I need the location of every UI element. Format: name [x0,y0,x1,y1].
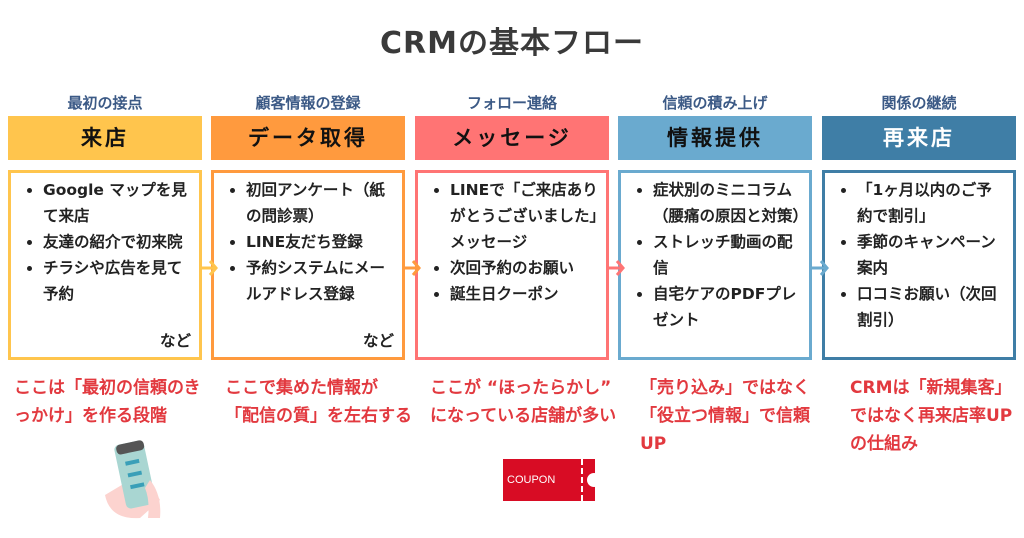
list-item: 口コミお願い（次回割引） [857,281,1007,333]
step-heading: 再来店 [822,116,1016,160]
etc-label: など [159,332,191,350]
list-item: 自宅ケアのPDFプレゼント [653,281,803,333]
step-box: LINEで「ご来店ありがとうございました」メッセージ次回予約のお願い誕生日クーポ… [415,170,609,360]
step-heading: メッセージ [415,116,609,160]
arrow-right-icon [200,260,218,276]
list-item: LINE友だち登録 [246,229,396,255]
page-title: CRMの基本フロー [380,26,644,61]
step-box: 症状別のミニコラム（腰痛の原因と対策）ストレッチ動画の配信自宅ケアのPDFプレゼ… [618,170,812,360]
list-item: 友達の紹介で初来院 [43,229,193,255]
step-box: Google マップを見て来店友達の紹介で初来院チラシや広告を見て予約 など [8,170,202,360]
step-subtitle: 信頼の積み上げ [662,94,768,112]
step-subtitle: 関係の継続 [881,94,957,112]
list-item: 「1ヶ月以内のご予約で割引」 [857,177,1007,229]
etc-label: など [362,332,394,350]
note: ここが “ほったらかし” になっている店舗が多い [430,378,617,426]
step-box: 初回アンケート（紙の問診票）LINE友だち登録予約システムにメールアドレス登録 … [211,170,405,360]
note: ここは「最初の信頼のきっかけ」を作る段階 [14,378,201,426]
smartphone-illustration-icon [105,440,161,519]
step-heading: 情報提供 [618,116,812,160]
step-heading: データ取得 [211,116,405,160]
step-subtitle: 最初の接点 [67,94,143,112]
arrow-right-icon [811,260,829,276]
list-item: 誕生日クーポン [450,281,600,307]
list-item: チラシや広告を見て予約 [43,255,193,307]
list-item: LINEで「ご来店ありがとうございました」メッセージ [450,177,600,255]
step-revisit: 関係の継続 再来店 「1ヶ月以内のご予約で割引」季節のキャンペーン案内口コミお願… [822,90,1016,360]
coupon-label: COUPON [507,474,556,486]
step-visit: 最初の接点 来店 Google マップを見て来店友達の紹介で初来院チラシや広告を… [8,90,202,360]
step-subtitle: 顧客情報の登録 [255,94,361,112]
step-heading: 来店 [8,116,202,160]
step-data: 顧客情報の登録 データ取得 初回アンケート（紙の問診票）LINE友だち登録予約シ… [211,90,405,360]
arrow-right-icon [607,260,625,276]
note: CRMは「新規集客」ではなく再来店率UPの仕組み [850,378,1013,454]
note: 「売り込み」ではなく「役立つ情報」で信頼UP [640,378,810,454]
list-item: 初回アンケート（紙の問診票） [246,177,396,229]
step-message: フォロー連絡 メッセージ LINEで「ご来店ありがとうございました」メッセージ次… [415,90,609,360]
note: ここで集めた情報が 「配信の質」を左右する [225,378,412,426]
list-item: 予約システムにメールアドレス登録 [246,255,396,307]
step-box: 「1ヶ月以内のご予約で割引」季節のキャンペーン案内口コミお願い（次回割引） [822,170,1016,360]
list-item: ストレッチ動画の配信 [653,229,803,281]
coupon-icon: COUPON [503,459,601,501]
step-info: 信頼の積み上げ 情報提供 症状別のミニコラム（腰痛の原因と対策）ストレッチ動画の… [618,90,812,360]
list-item: 症状別のミニコラム（腰痛の原因と対策） [653,177,808,229]
arrow-right-icon [403,260,421,276]
list-item: 次回予約のお願い [450,255,600,281]
list-item: Google マップを見て来店 [43,177,193,229]
list-item: 季節のキャンペーン案内 [857,229,1007,281]
step-subtitle: フォロー連絡 [466,94,557,112]
